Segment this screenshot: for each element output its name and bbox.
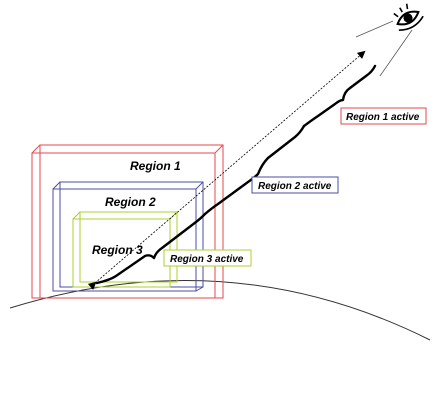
- region-1-active-tag: Region 1 active: [340, 107, 427, 125]
- region-3-brace: [95, 212, 207, 285]
- region-2-brace: [203, 124, 306, 216]
- region-3-active-tag: Region 3 active: [163, 249, 252, 267]
- region-1-label: Region 1: [130, 159, 181, 173]
- region-3-label: Region 3: [92, 243, 143, 257]
- region-3-active-label: Region 3 active: [170, 254, 244, 265]
- activation-braces: [95, 64, 377, 285]
- region-1-box: [31, 144, 224, 299]
- region-2-active-label: Region 2 active: [258, 181, 332, 192]
- view-line-upper: [355, 20, 394, 38]
- sight-line-arrow: [87, 50, 366, 290]
- ground-curve: [9, 279, 431, 341]
- eye-icon: [393, 3, 424, 31]
- region-1-brace: [302, 64, 377, 128]
- region-2-active-tag: Region 2 active: [251, 176, 339, 194]
- region-1-active-label: Region 1 active: [346, 112, 420, 123]
- region-2-label: Region 2: [105, 195, 156, 209]
- view-line-lower: [379, 29, 413, 77]
